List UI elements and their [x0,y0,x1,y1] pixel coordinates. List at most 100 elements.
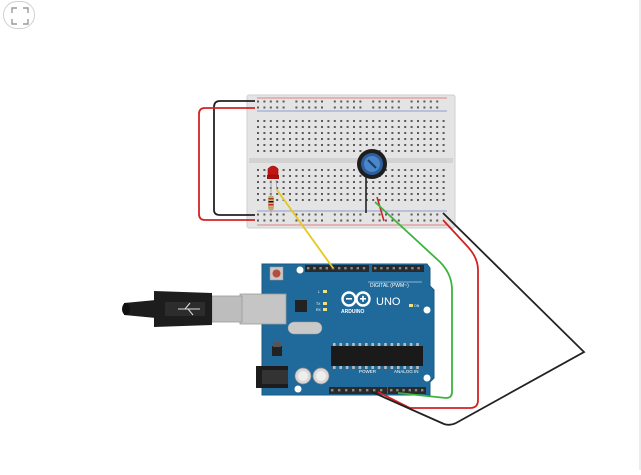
breadboard-hole[interactable] [295,100,298,103]
breadboard-hole[interactable] [429,126,432,128]
breadboard-hole[interactable] [346,100,349,103]
breadboard-hole[interactable] [417,100,419,103]
breadboard-hole[interactable] [321,219,323,222]
breadboard-hole[interactable] [346,193,349,195]
breadboard-hole[interactable] [314,169,317,171]
breadboard-hole[interactable] [257,132,259,134]
fit-to-view-button[interactable] [3,1,35,29]
analog-header[interactable] [388,387,426,394]
reset-button-cap[interactable] [272,269,281,278]
wire-yellow-led-signal[interactable] [276,189,334,269]
breadboard-hole[interactable] [340,175,343,177]
breadboard-hole[interactable] [321,106,323,109]
breadboard-hole[interactable] [423,144,426,146]
breadboard-hole[interactable] [346,138,349,140]
breadboard-hole[interactable] [340,126,343,128]
breadboard-hole[interactable] [327,144,330,146]
breadboard-hole[interactable] [289,193,291,195]
breadboard-hole[interactable] [372,138,375,140]
header-pin[interactable] [344,267,347,270]
breadboard-hole[interactable] [321,187,323,189]
breadboard-hole[interactable] [301,199,304,201]
breadboard-hole[interactable] [391,100,394,103]
breadboard-hole[interactable] [378,187,381,189]
breadboard-hole[interactable] [340,193,343,195]
breadboard-hole[interactable] [333,126,336,128]
breadboard-hole[interactable] [321,126,323,128]
breadboard-hole[interactable] [276,181,279,183]
breadboard-hole[interactable] [372,120,375,122]
breadboard-hole[interactable] [391,181,394,183]
breadboard-hole[interactable] [359,138,362,140]
breadboard-hole[interactable] [391,169,394,171]
wire-red-rail-loop[interactable] [198,107,255,221]
breadboard-hole[interactable] [397,213,400,216]
breadboard-hole[interactable] [308,175,311,177]
breadboard-hole[interactable] [359,175,362,177]
breadboard-hole[interactable] [263,199,266,201]
breadboard-hole[interactable] [391,132,394,134]
breadboard-hole[interactable] [289,144,291,146]
breadboard-hole[interactable] [436,175,439,177]
breadboard-hole[interactable] [308,144,311,146]
breadboard-hole[interactable] [263,100,266,103]
breadboard-hole[interactable] [301,213,304,216]
breadboard-hole[interactable] [397,132,400,134]
breadboard-hole[interactable] [391,219,394,222]
breadboard-hole[interactable] [417,169,419,171]
breadboard-hole[interactable] [397,169,400,171]
breadboard-hole[interactable] [301,169,304,171]
breadboard-hole[interactable] [327,132,330,134]
breadboard-hole[interactable] [321,193,323,195]
breadboard-hole[interactable] [327,199,330,201]
breadboard-hole[interactable] [327,187,330,189]
breadboard-hole[interactable] [301,106,304,109]
breadboard-hole[interactable] [269,106,272,109]
digital-header-right[interactable] [372,265,424,272]
breadboard-hole[interactable] [308,169,311,171]
breadboard-hole[interactable] [301,181,304,183]
header-pin[interactable] [350,267,353,270]
breadboard-hole[interactable] [282,120,285,122]
breadboard-hole[interactable] [314,144,317,146]
breadboard-hole[interactable] [404,199,407,201]
breadboard-hole[interactable] [429,132,432,134]
header-pin[interactable] [319,267,322,270]
breadboard-hole[interactable] [321,169,323,171]
breadboard-hole[interactable] [276,106,279,109]
breadboard-hole[interactable] [257,181,259,183]
breadboard-hole[interactable] [397,181,400,183]
breadboard-hole[interactable] [340,138,343,140]
breadboard-hole[interactable] [442,126,445,128]
breadboard-hole[interactable] [321,175,323,177]
breadboard-hole[interactable] [314,199,317,201]
breadboard-hole[interactable] [353,106,355,109]
breadboard-hole[interactable] [359,213,362,216]
breadboard-hole[interactable] [436,150,439,152]
breadboard-hole[interactable] [301,138,304,140]
breadboard-hole[interactable] [385,106,387,109]
breadboard-hole[interactable] [372,126,375,128]
breadboard-hole[interactable] [372,144,375,146]
breadboard-hole[interactable] [289,181,291,183]
breadboard-hole[interactable] [257,138,259,140]
breadboard-hole[interactable] [417,138,419,140]
breadboard-hole[interactable] [340,213,343,216]
breadboard-hole[interactable] [327,126,330,128]
breadboard-hole[interactable] [378,120,381,122]
breadboard-hole[interactable] [429,213,432,216]
breadboard-hole[interactable] [359,106,362,109]
breadboard-hole[interactable] [276,100,279,103]
breadboard-hole[interactable] [391,106,394,109]
breadboard-hole[interactable] [372,100,375,103]
digital-pins[interactable] [307,267,420,270]
breadboard-hole[interactable] [282,100,285,103]
breadboard-hole[interactable] [308,181,311,183]
breadboard-hole[interactable] [410,175,413,177]
breadboard-hole[interactable] [423,213,426,216]
breadboard-hole[interactable] [372,213,375,216]
breadboard-hole[interactable] [404,126,407,128]
breadboard-hole[interactable] [321,138,323,140]
breadboard-hole[interactable] [333,106,336,109]
breadboard-hole[interactable] [295,199,298,201]
